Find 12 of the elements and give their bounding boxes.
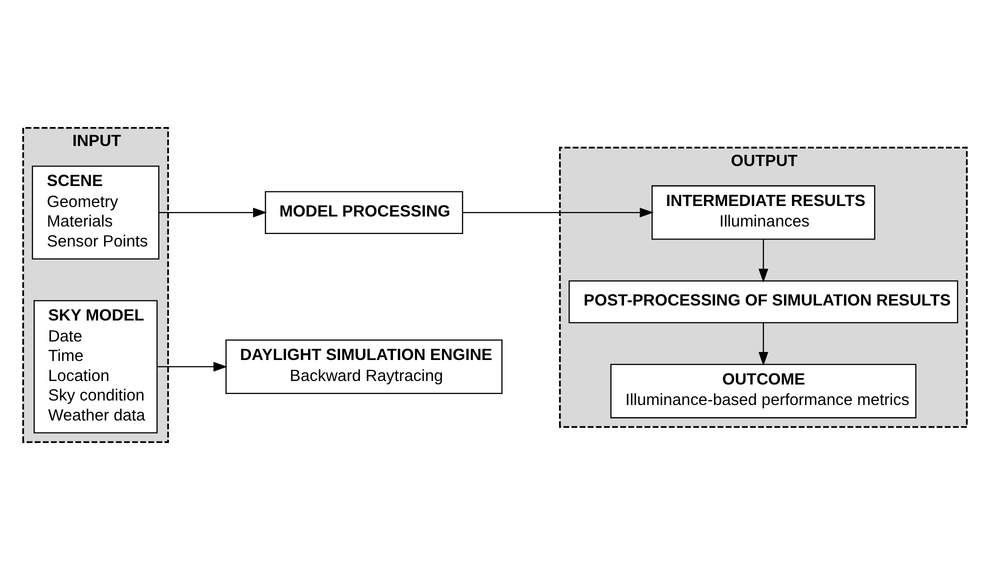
node-box: OUTCOME Illuminance-based performance metrics	[610, 363, 916, 418]
arrow	[462, 207, 654, 217]
node-box: POST-PROCESSING OF SIMULATION RESULTS	[568, 280, 958, 323]
node-box: DAYLIGHT SIMULATION ENGINE Backward Raytracing	[225, 339, 503, 394]
node-box: SKY MODEL Date Time Location Sky condition Weather data	[34, 300, 158, 433]
node-box: SCENE Geometry Materials Sensor Points	[32, 165, 160, 259]
node-box: INTERMEDIATE RESULTS Illuminances	[652, 184, 876, 240]
arrow	[157, 361, 228, 372]
arrow	[758, 322, 768, 366]
arrow	[158, 207, 267, 217]
arrow	[758, 238, 768, 282]
node-box: MODEL PROCESSING	[264, 190, 464, 234]
